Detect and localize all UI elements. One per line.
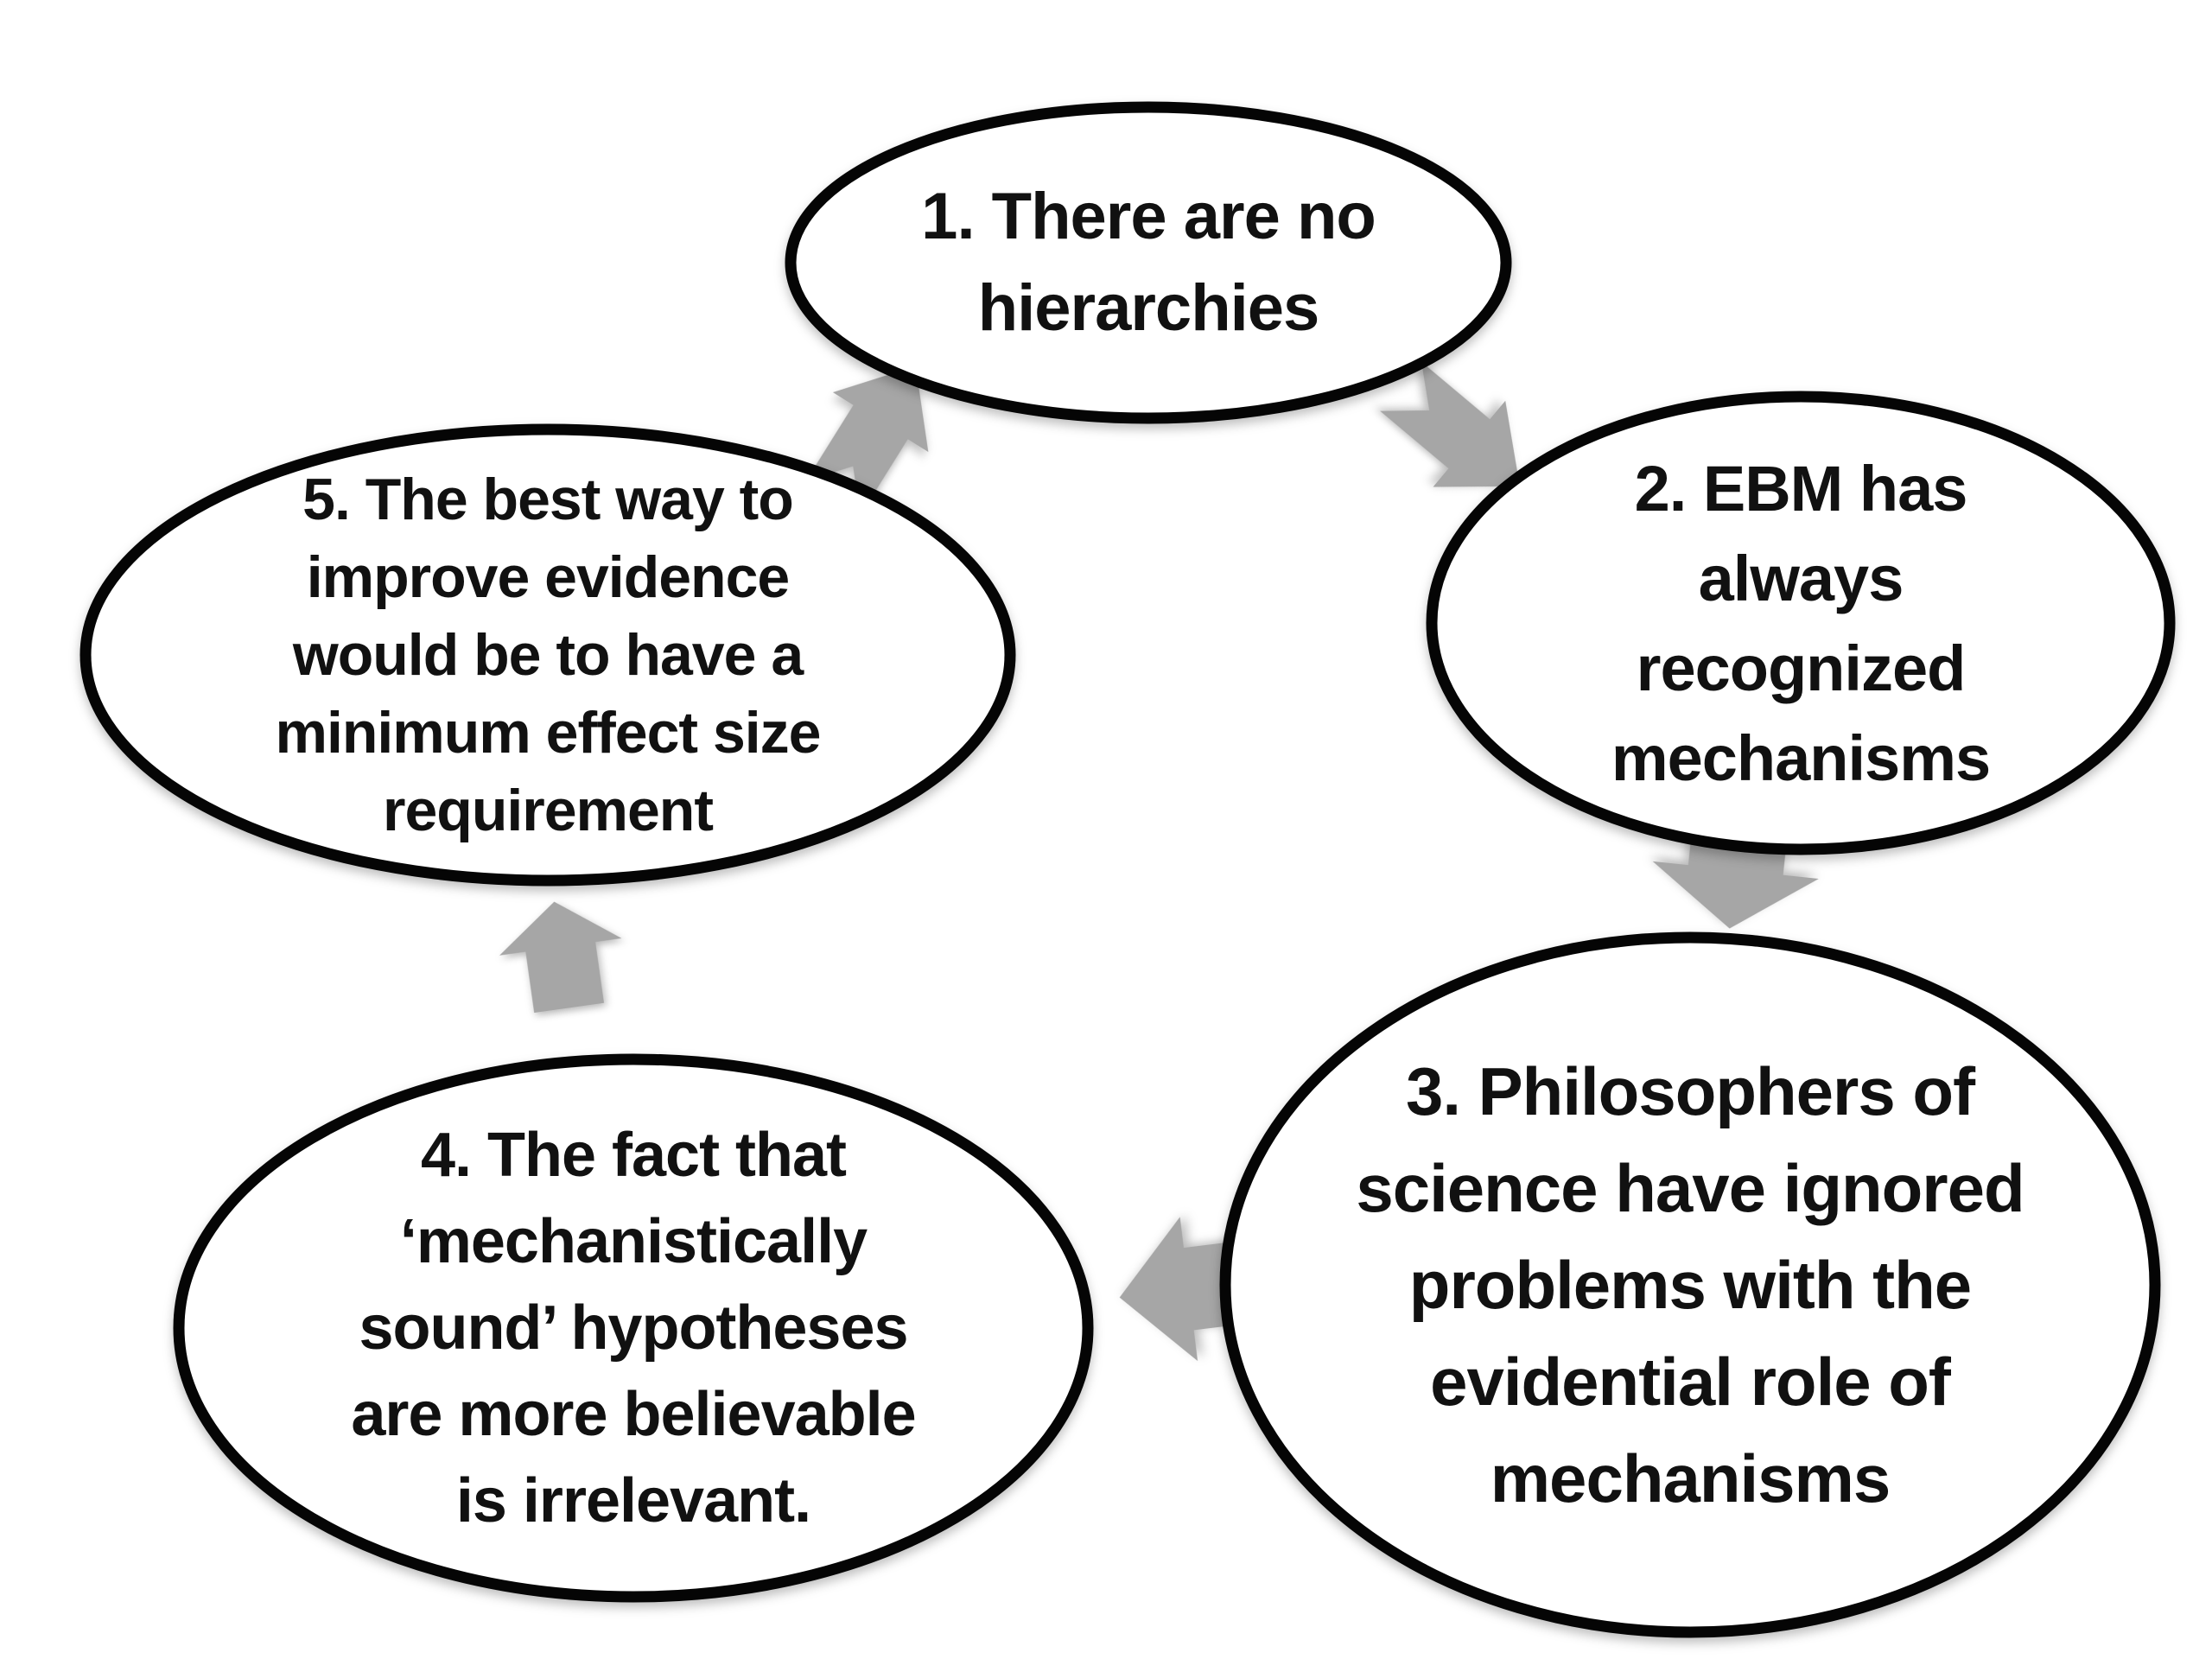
- node-4-ellipse: [173, 1053, 1094, 1603]
- node-1-ellipse: [785, 101, 1512, 424]
- cycle-nodes: [79, 101, 2176, 1638]
- arrow-4-to-5: [493, 893, 631, 1017]
- node-2-ellipse: [1426, 391, 2176, 855]
- node-5-ellipse: [79, 423, 1016, 887]
- node-3-ellipse: [1219, 931, 2161, 1638]
